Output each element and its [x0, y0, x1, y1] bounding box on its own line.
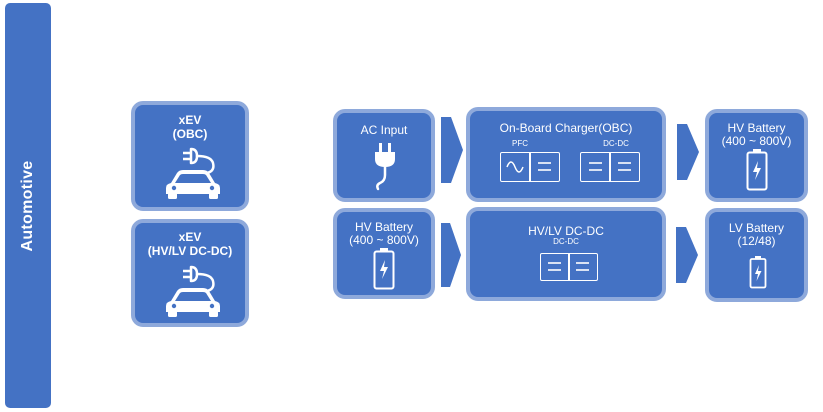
- xev-obc-card: xEV (OBC): [131, 101, 249, 211]
- hvlv-dcdc-converter-box: HV/LV DC-DC DC-DC: [466, 207, 666, 301]
- obc-converter-box: On-Board Charger(OBC) PFC DC-DC: [466, 107, 666, 202]
- hv-battery-output-box: HV Battery (400 ~ 800V): [705, 109, 808, 202]
- arrow-right-icon: [676, 227, 698, 283]
- dcdc-label: DC-DC: [603, 139, 629, 148]
- battery-title: HV Battery: [727, 121, 786, 135]
- category-sidebar: Automotive: [5, 3, 51, 408]
- battery-title: LV Battery: [728, 221, 785, 235]
- ac-input-label: AC Input: [360, 123, 408, 137]
- dc-icon: [538, 162, 551, 171]
- dc-icon: [618, 162, 631, 171]
- dc-icon: [576, 262, 589, 271]
- hv-battery-input-box: HV Battery (400 ~ 800V): [333, 208, 435, 299]
- arrow-right-icon: [441, 117, 463, 183]
- battery-subtitle: (400 ~ 800V): [721, 134, 792, 148]
- battery-subtitle: (12/48): [737, 234, 776, 248]
- plug-icon: [375, 143, 395, 191]
- card-title: xEV: [178, 113, 202, 127]
- lv-battery-output-box: LV Battery (12/48): [705, 208, 808, 302]
- xev-hvlv-dcdc-card: xEV (HV/LV DC-DC): [131, 219, 249, 327]
- card-title: xEV: [178, 230, 202, 244]
- card-subtitle: (OBC): [172, 127, 208, 141]
- dcdc-title: HV/LV DC-DC: [528, 224, 604, 238]
- pfc-block: [500, 152, 560, 182]
- pfc-label: PFC: [512, 139, 528, 148]
- battery-subtitle: (400 ~ 800V): [349, 233, 419, 247]
- ac-wave-icon: [506, 161, 524, 173]
- battery-title: HV Battery: [354, 220, 414, 234]
- car-charging-icon: [166, 147, 220, 199]
- ac-input-box: AC Input: [333, 109, 435, 202]
- dcdc-subtitle: DC-DC: [553, 237, 579, 246]
- battery-icon: [749, 256, 767, 289]
- dc-icon: [589, 162, 602, 171]
- battery-icon: [746, 149, 768, 191]
- category-label: Automotive: [19, 160, 36, 251]
- dc-icon: [548, 262, 561, 271]
- arrow-right-icon: [677, 124, 699, 180]
- car-charging-icon: [166, 265, 220, 317]
- dcdc-block: [540, 253, 598, 281]
- obc-title: On-Board Charger(OBC): [499, 121, 633, 135]
- card-subtitle: (HV/LV DC-DC): [147, 244, 233, 258]
- dcdc-block: [580, 152, 640, 182]
- battery-icon: [373, 248, 395, 290]
- arrow-right-icon: [441, 223, 461, 287]
